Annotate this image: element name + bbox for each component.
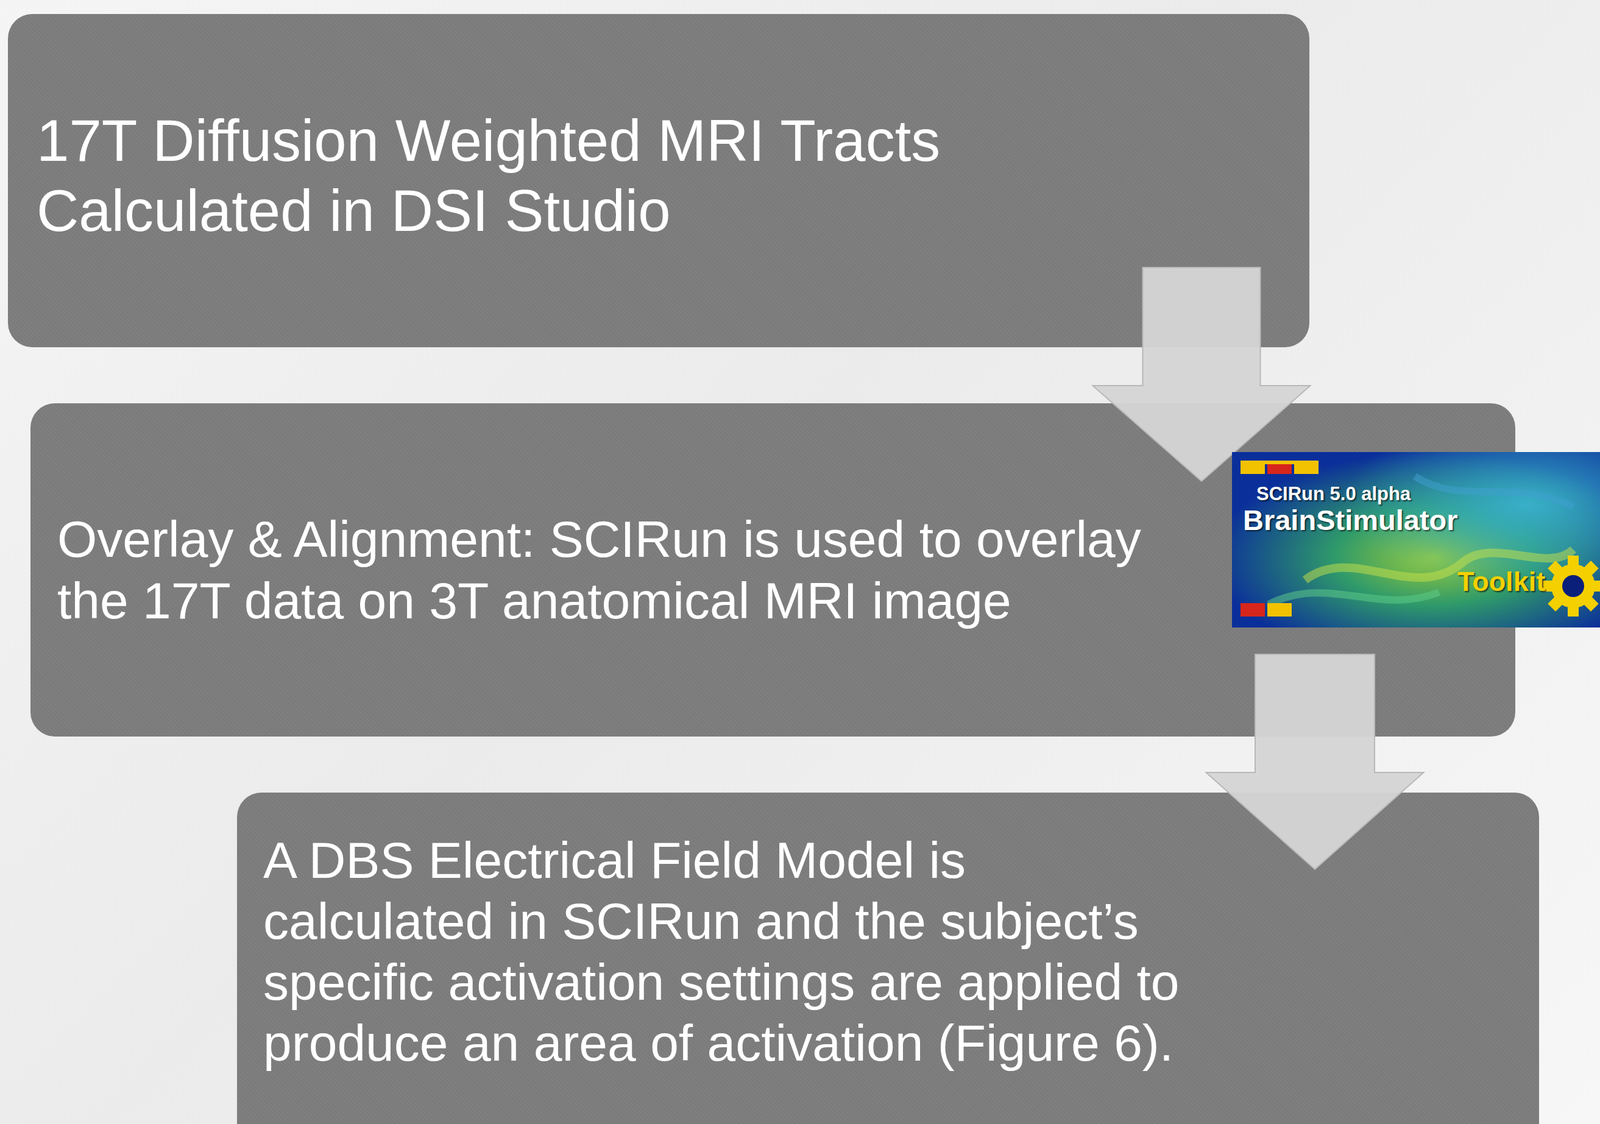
logo-gyrus xyxy=(1268,592,1440,605)
logo-brain xyxy=(1231,452,1600,628)
logo-ground xyxy=(1231,452,1600,628)
logo-bar xyxy=(1240,603,1265,617)
logo-text: BrainStimulator xyxy=(1242,503,1459,537)
box-text: A DBS Electrical Field Model is calculat… xyxy=(263,830,1205,1075)
block-arrow xyxy=(1206,654,1424,870)
logo-gyrus xyxy=(1414,476,1574,507)
process-box: A DBS Electrical Field Model is calculat… xyxy=(237,792,1540,1124)
toolkit-logo xyxy=(1231,452,1600,628)
logo-text: SCIRun 5.0 alpha xyxy=(1256,483,1411,506)
logo-bar xyxy=(1267,603,1292,617)
logo-text: Toolkit xyxy=(1457,566,1546,598)
box-text: Overlay & Alignment: SCIRun is used to o… xyxy=(57,508,1215,632)
logo-highlight xyxy=(1231,452,1600,628)
gear-icon xyxy=(1542,555,1600,617)
process-box: 17T Diffusion Weighted MRI Tracts Calcul… xyxy=(7,14,1310,348)
logo-bar xyxy=(1240,460,1319,465)
box-text: 17T Diffusion Weighted MRI Tracts Calcul… xyxy=(36,105,963,246)
block-arrow xyxy=(1093,267,1311,482)
